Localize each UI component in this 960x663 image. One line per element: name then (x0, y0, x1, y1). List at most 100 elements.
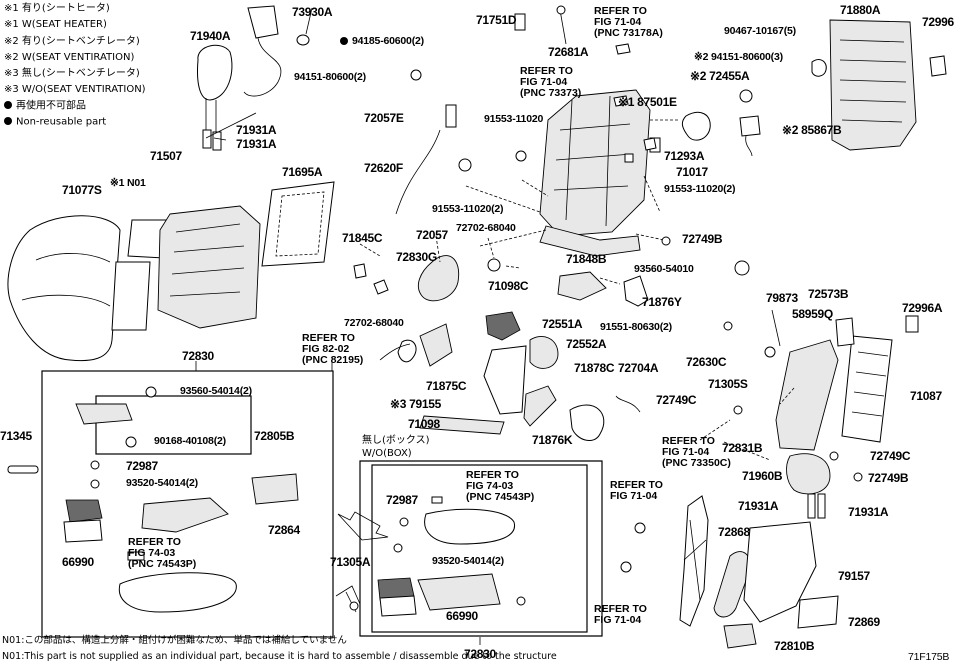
part-72704A[interactable]: 72704A (618, 361, 659, 375)
part-71017[interactable]: 71017 (676, 165, 708, 179)
part-71098C[interactable]: 71098C (488, 279, 529, 293)
part-93560-54014[interactable]: 93560-54014(2) (180, 385, 252, 397)
part-71876Y[interactable]: 71876Y (642, 295, 682, 309)
part-71087[interactable]: 71087 (910, 389, 942, 403)
part-93560-54010[interactable]: 93560-54010 (634, 263, 694, 275)
part-72830-bottom[interactable]: 72830 (464, 647, 496, 661)
bullet-icon (4, 117, 12, 125)
part-73930A[interactable]: 73930A (292, 5, 333, 19)
refer-fig-71-04-b[interactable]: REFER TO FIG 71-04 (594, 603, 647, 627)
part-91553-11020-a[interactable]: 91553-11020 (484, 113, 544, 125)
part-71305A[interactable]: 71305A (330, 555, 371, 569)
part-72830G[interactable]: 72830G (396, 250, 437, 264)
part-71098[interactable]: 71098 (408, 417, 440, 431)
part-71077S[interactable]: 71077S (62, 183, 102, 197)
part-72702-68040-a[interactable]: 72702-68040 (456, 222, 516, 234)
part-72749B-2[interactable]: 72749B (868, 471, 909, 485)
part-71931A-2[interactable]: 71931A (236, 137, 277, 151)
part-N01[interactable]: ※1 N01 (110, 177, 146, 189)
legend-item-6: ※3 W/O(SEAT VENTIRATION) (4, 84, 146, 95)
box-label-en: W/O(BOX) (362, 448, 412, 459)
part-71507[interactable]: 71507 (150, 149, 182, 163)
part-72620F[interactable]: 72620F (364, 161, 403, 175)
part-72987-2[interactable]: 72987 (386, 493, 418, 507)
part-71931A-3[interactable]: 71931A (738, 499, 779, 513)
part-72573B[interactable]: 72573B (808, 287, 849, 301)
part-87501E[interactable]: ※1 87501E (618, 95, 677, 109)
part-66990-2[interactable]: 66990 (446, 609, 478, 623)
refer-fig-82-02-82195[interactable]: REFER TO FIG 82-02 (PNC 82195) (302, 332, 364, 367)
part-71845C[interactable]: 71845C (342, 231, 383, 245)
part-79157[interactable]: 79157 (838, 569, 870, 583)
part-93520-54014-a[interactable]: 93520-54014(2) (126, 477, 198, 489)
part-71931A-1[interactable]: 71931A (236, 123, 277, 137)
part-72455A[interactable]: ※2 72455A (690, 69, 750, 83)
part-94151-80600-a[interactable]: 94151-80600(2) (294, 71, 366, 83)
part-72749C-1[interactable]: 72749C (656, 393, 697, 407)
part-72749C-2[interactable]: 72749C (870, 449, 911, 463)
part-72996A[interactable]: 72996A (902, 301, 943, 315)
refer-fig-71-04-73373[interactable]: REFER TO FIG 71-04 (PNC 73373) (520, 65, 582, 100)
part-72630C[interactable]: 72630C (686, 355, 727, 369)
part-72831B[interactable]: 72831B (722, 441, 763, 455)
part-71876K[interactable]: 71876K (532, 433, 573, 447)
bullet-icon (4, 101, 12, 109)
legend-nonreusable-en: Non-reusable part (4, 117, 106, 128)
refer-fig-74-03-74543P-right[interactable]: REFER TO FIG 74-03 (PNC 74543P) (466, 469, 535, 504)
part-71960B[interactable]: 71960B (742, 469, 783, 483)
part-71880A[interactable]: 71880A (840, 3, 881, 17)
part-72551A[interactable]: 72551A (542, 317, 583, 331)
part-71695A[interactable]: 71695A (282, 165, 323, 179)
part-71751D[interactable]: 71751D (476, 13, 517, 27)
part-79155[interactable]: ※3 79155 (390, 397, 442, 411)
part-71878C[interactable]: 71878C (574, 361, 615, 375)
part-72702-68040-b[interactable]: 72702-68040 (344, 317, 404, 329)
part-71345[interactable]: 71345 (0, 429, 32, 443)
part-79873[interactable]: 79873 (766, 291, 798, 305)
part-71305S[interactable]: 71305S (708, 377, 748, 391)
part-90467-10167[interactable]: 90467-10167(5) (724, 25, 796, 37)
legend-item-4: ※2 W(SEAT VENTIRATION) (4, 52, 135, 63)
part-72552A[interactable]: 72552A (566, 337, 607, 351)
part-72057E[interactable]: 72057E (364, 111, 404, 125)
refer-fig-71-04-73350C[interactable]: REFER TO FIG 71-04 (PNC 73350C) (662, 435, 731, 470)
refer-fig-71-04-73178A[interactable]: REFER TO FIG 71-04 (PNC 73178A) (594, 5, 663, 40)
part-71875C[interactable]: 71875C (426, 379, 467, 393)
part-85867B[interactable]: ※2 85867B (782, 123, 842, 137)
part-72749B-1[interactable]: 72749B (682, 232, 723, 246)
part-72805B[interactable]: 72805B (254, 429, 295, 443)
part-91551-80630[interactable]: 91551-80630(2) (600, 321, 672, 333)
part-72681A[interactable]: 72681A (548, 45, 589, 59)
part-72987-1[interactable]: 72987 (126, 459, 158, 473)
part-72864[interactable]: 72864 (268, 523, 300, 537)
part-91553-11020-c[interactable]: 91553-11020(2) (664, 183, 736, 195)
side-frame (679, 495, 709, 627)
part-93520-54014-b[interactable]: 93520-54014(2) (432, 555, 504, 567)
part-66990-1[interactable]: 66990 (62, 555, 94, 569)
refer-fig-74-03-74543P-left[interactable]: REFER TO FIG 74-03 (PNC 74543P) (128, 536, 197, 571)
part-72868[interactable]: 72868 (718, 525, 750, 539)
part-72996[interactable]: 72996 (922, 15, 954, 29)
part-90168-40108[interactable]: 90168-40108(2) (154, 435, 226, 447)
part-72810B[interactable]: 72810B (774, 639, 815, 653)
part-71931A-4[interactable]: 71931A (848, 505, 889, 519)
part-71293A[interactable]: 71293A (664, 149, 705, 163)
frame-71305S (775, 339, 839, 451)
part-91553-11020-b[interactable]: 91553-11020(2) (432, 203, 504, 215)
legend-item-5: ※3 無し(シートベンチレータ) (4, 68, 140, 79)
bullet-icon (340, 36, 348, 45)
figure-code: 71F175B (908, 651, 950, 663)
part-72869[interactable]: 72869 (848, 615, 880, 629)
part-58959Q[interactable]: 58959Q (792, 307, 833, 321)
box-72830-left (41, 370, 334, 638)
part-72057[interactable]: 72057 (416, 228, 448, 242)
part-72830-top[interactable]: 72830 (182, 349, 214, 363)
part-71848B[interactable]: 71848B (566, 252, 607, 266)
part-94151-80600-b[interactable]: ※2 94151-80600(3) (694, 51, 783, 63)
part-71940A[interactable]: 71940A (190, 29, 231, 43)
part-94185-60600[interactable]: 94185-60600(2) (340, 36, 424, 47)
shield-79155 (483, 345, 527, 415)
refer-fig-71-04-a[interactable]: REFER TO FIG 71-04 (610, 479, 663, 503)
